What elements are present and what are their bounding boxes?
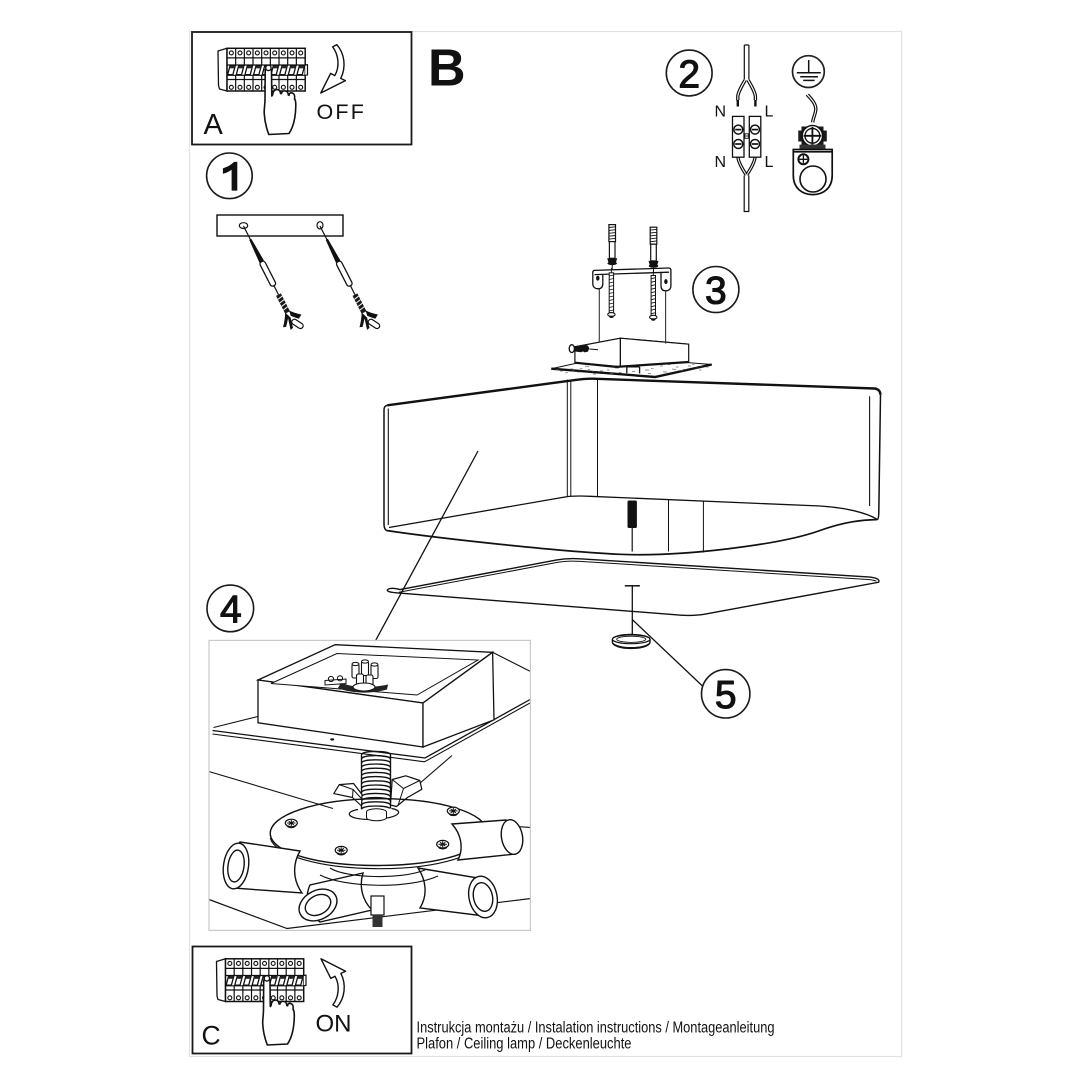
svg-text:3: 3: [705, 270, 727, 313]
svg-text:4: 4: [220, 589, 242, 632]
svg-text:C: C: [202, 1021, 221, 1051]
svg-text:Instrukcja montażu / Instalati: Instrukcja montażu / Instalation instruc…: [417, 1020, 775, 1037]
svg-text:ON: ON: [316, 1011, 352, 1038]
svg-text:N: N: [715, 104, 727, 121]
svg-text:A: A: [204, 109, 224, 141]
svg-text:OFF: OFF: [317, 100, 367, 124]
svg-text:B: B: [428, 40, 466, 98]
svg-text:2: 2: [678, 53, 700, 96]
svg-text:L: L: [765, 104, 774, 121]
svg-text:5: 5: [715, 674, 737, 717]
svg-text:Plafon / Ceiling lamp / Decken: Plafon / Ceiling lamp / Deckenleuchte: [417, 1036, 632, 1053]
svg-text:L: L: [765, 154, 774, 171]
svg-text:N: N: [715, 154, 727, 171]
